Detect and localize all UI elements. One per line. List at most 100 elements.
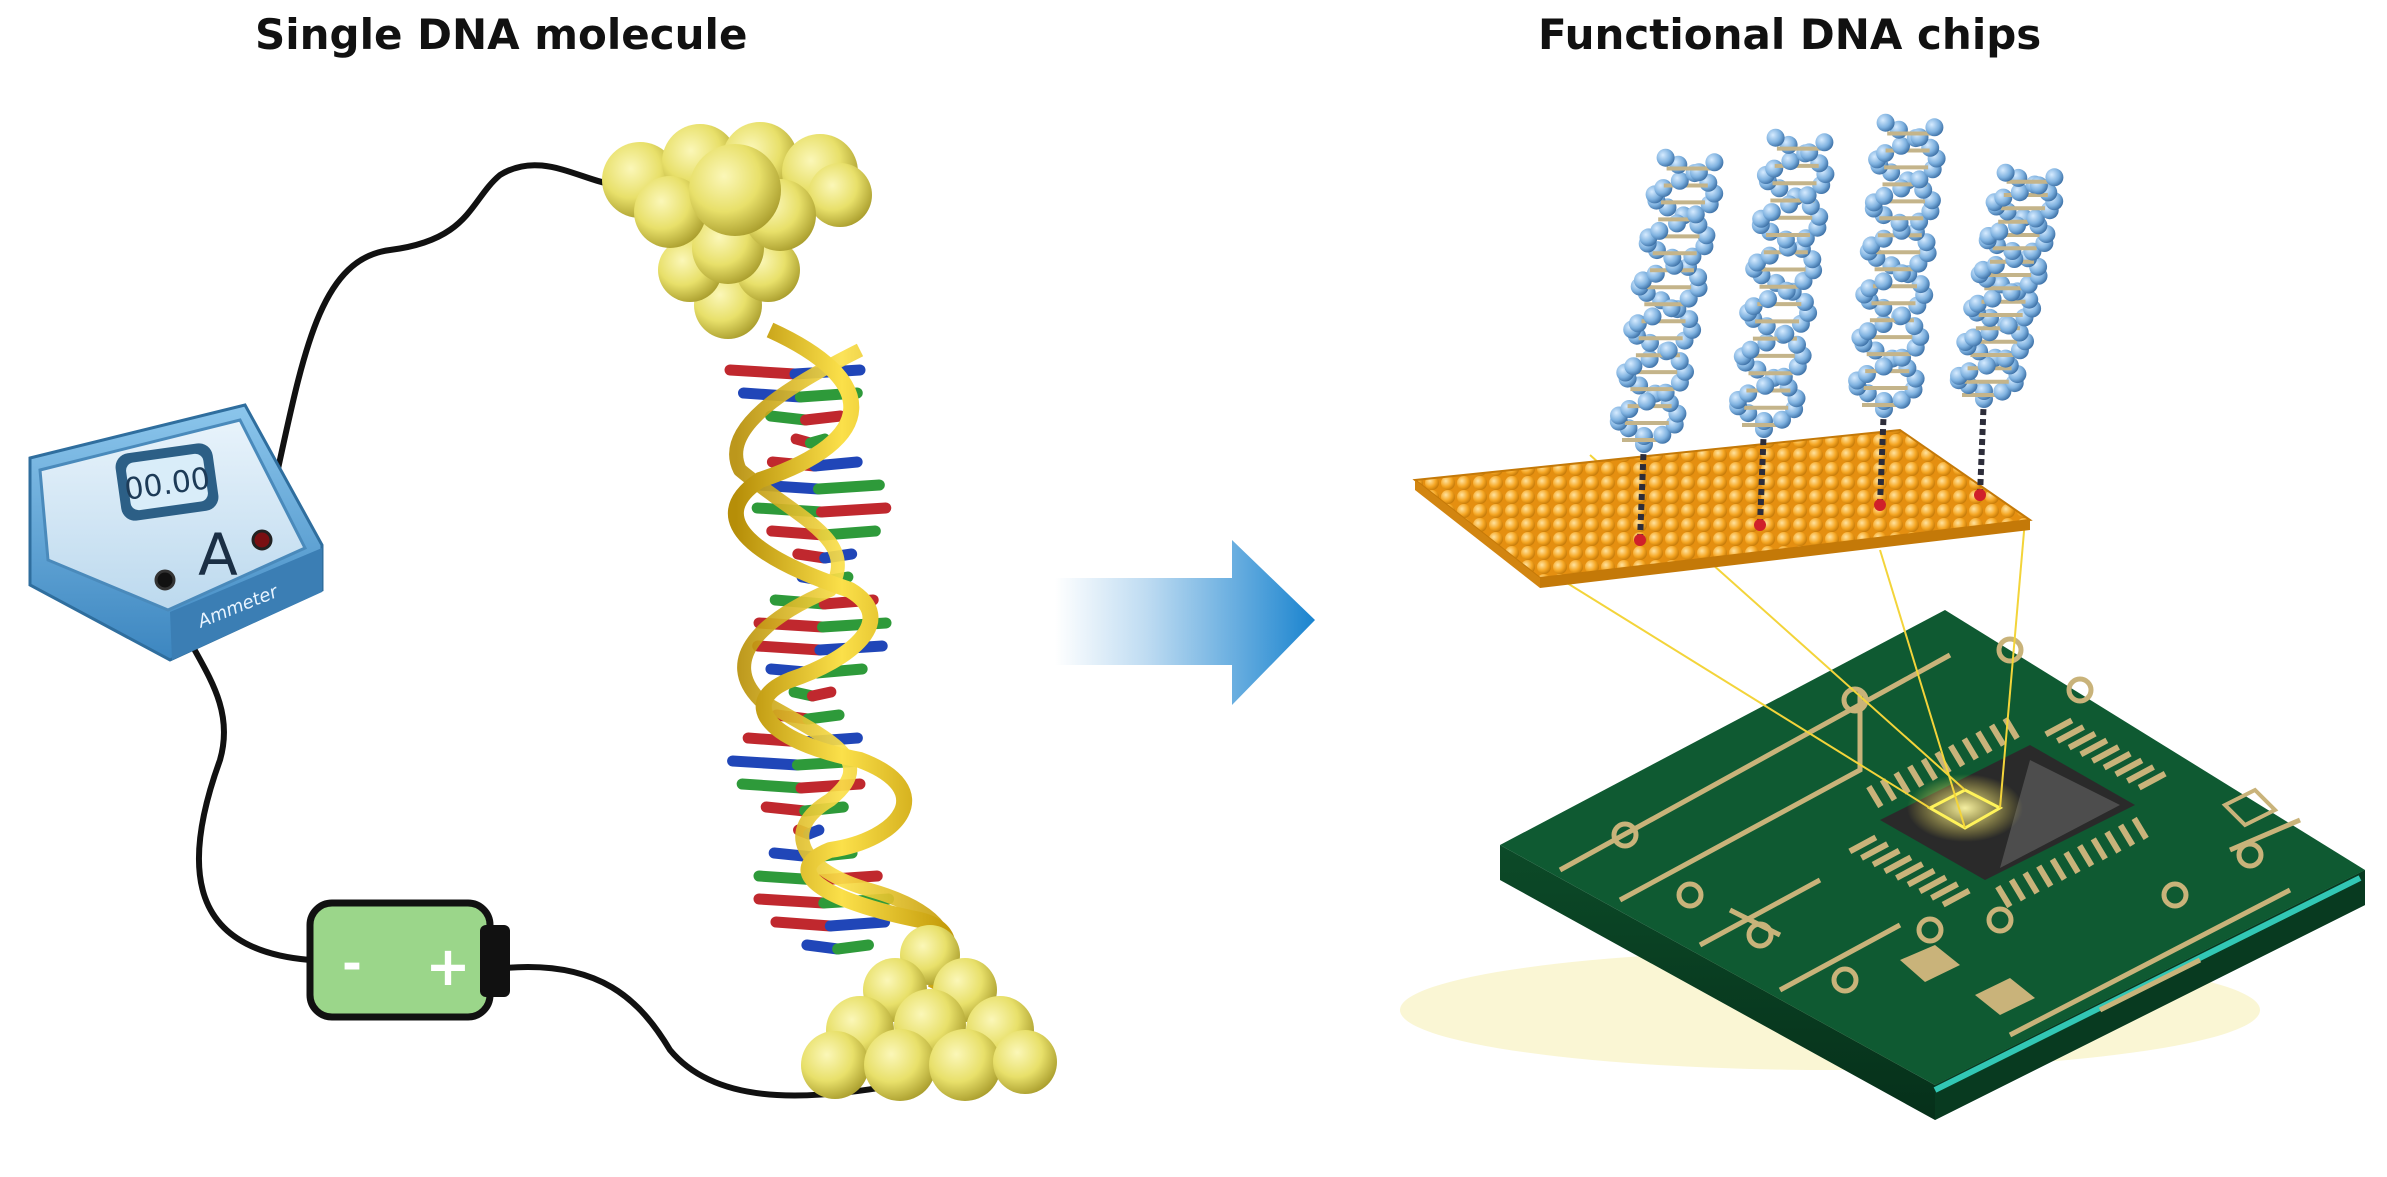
dna-atom: [2010, 183, 2029, 202]
dna-base-left: [736, 778, 807, 794]
dna-atom: [1654, 179, 1673, 198]
chip-pin: [2008, 878, 2027, 902]
dna-atom: [1765, 159, 1784, 178]
dna-atom: [1857, 365, 1876, 383]
chip-pin: [1893, 771, 1911, 795]
dna-linker: [1637, 439, 1647, 541]
pcb-vias: [1611, 636, 2264, 994]
dna-atom: [1975, 382, 1993, 400]
dna-atom: [1875, 392, 1893, 410]
dna-base-right: [806, 686, 837, 702]
circuit-board-icon: [1400, 610, 2365, 1120]
dna-atom: [1911, 275, 1930, 294]
chip-pin: [1961, 737, 1979, 761]
pcb-pads: [1900, 787, 2279, 1015]
dna-atom: [1892, 390, 1911, 409]
chip-pin: [1860, 841, 1889, 861]
dna-strand-back: [729, 343, 955, 984]
title-functional-dna-chips: Functional DNA chips: [1538, 10, 2042, 59]
dna-atom: [1910, 128, 1929, 147]
dna-base-right: [800, 410, 847, 426]
dna-atom: [2002, 283, 2021, 302]
dna-base-right: [809, 456, 863, 472]
dna-atom: [1977, 356, 1996, 375]
dna-base-left: [760, 801, 811, 817]
dna-atom: [1999, 316, 2018, 335]
chip-pin: [2044, 717, 2074, 737]
dna-base-right: [804, 433, 831, 449]
dna-atom: [1925, 118, 1944, 137]
surface-dna-strand: [1729, 128, 1835, 531]
dna-linker: [1757, 424, 1767, 526]
chip-pin: [2114, 757, 2144, 777]
wire-ammeter-to-top-electrode: [259, 162, 618, 543]
dna-atom: [1893, 306, 1911, 325]
chip-pin: [1895, 861, 1924, 881]
dna-base-left: [752, 640, 826, 656]
dna-atom: [2003, 242, 2022, 260]
dna-atom: [1874, 272, 1893, 291]
dna-atom: [1773, 410, 1791, 429]
pcb-traces: [1558, 652, 2301, 1038]
dna-atom: [1739, 384, 1758, 403]
chip-pin: [2063, 850, 2081, 875]
dna-atom: [2029, 176, 2048, 195]
dna-atom: [2045, 168, 2064, 187]
dna-atom: [1646, 264, 1665, 283]
dna-atom: [1637, 392, 1656, 411]
chip-pin: [2104, 830, 2122, 854]
dna-atom: [1643, 307, 1662, 326]
dna-atom: [1986, 256, 2005, 274]
gold-cluster-bottom-icon: [801, 925, 1057, 1101]
dna-base-right: [812, 479, 885, 495]
dna-linker: [1877, 404, 1887, 506]
chip-pin: [2131, 816, 2149, 840]
chip-pin: [2090, 837, 2108, 861]
dna-atom: [1795, 293, 1814, 311]
dna-linker: [1977, 394, 1987, 496]
dna-atom: [1668, 214, 1686, 233]
dna-atom: [1960, 362, 1979, 381]
chip-pin: [2067, 731, 2097, 751]
dna-anchor-atom: [1754, 519, 1766, 531]
dna-atom: [1777, 281, 1796, 300]
dna-atom: [1983, 289, 2002, 308]
dna-base-left: [753, 893, 830, 909]
dna-atom: [1635, 427, 1653, 445]
dna-atom: [1620, 400, 1639, 418]
chip-pin: [1871, 848, 1901, 868]
dna-atom: [1656, 148, 1675, 167]
gold-cluster-icon: [602, 122, 872, 339]
dna-atom: [1800, 143, 1819, 162]
chip-pin: [2077, 844, 2095, 868]
dna-atom: [1659, 341, 1678, 360]
dna-anchor-atom: [1974, 489, 1986, 501]
dna-atom: [1760, 246, 1779, 265]
dna-atom: [1874, 315, 1893, 333]
ammeter-icon: 00.00 A Ammeter: [28, 403, 324, 662]
dna-atom: [1876, 113, 1895, 132]
dna-atom: [1874, 357, 1893, 376]
ammeter-terminal-red: [251, 529, 273, 551]
dna-atom: [2026, 209, 2045, 228]
chip-pin: [2117, 823, 2136, 847]
dna-atom: [1780, 195, 1799, 214]
dna-atom: [1874, 229, 1893, 248]
surface-dna-strand: [1609, 148, 1724, 546]
surface-dna-strands: [1609, 113, 2064, 546]
dna-atom: [1996, 163, 2015, 182]
dna-base-right: [802, 709, 845, 725]
dna-atom: [1689, 163, 1708, 182]
dna-atom: [1990, 222, 2009, 241]
dna-atom: [1744, 297, 1763, 316]
chip-pin: [2102, 751, 2132, 771]
chip-pin: [2137, 771, 2167, 791]
dna-atom: [1624, 357, 1643, 376]
chip-pin: [1941, 888, 1971, 908]
dna-atom: [1994, 188, 2013, 207]
dna-atom: [1766, 128, 1785, 147]
chip-pin: [1975, 730, 1993, 754]
chip-pin: [1918, 874, 1948, 894]
chip-pin: [1948, 744, 1966, 768]
dna-atom: [1875, 186, 1894, 205]
